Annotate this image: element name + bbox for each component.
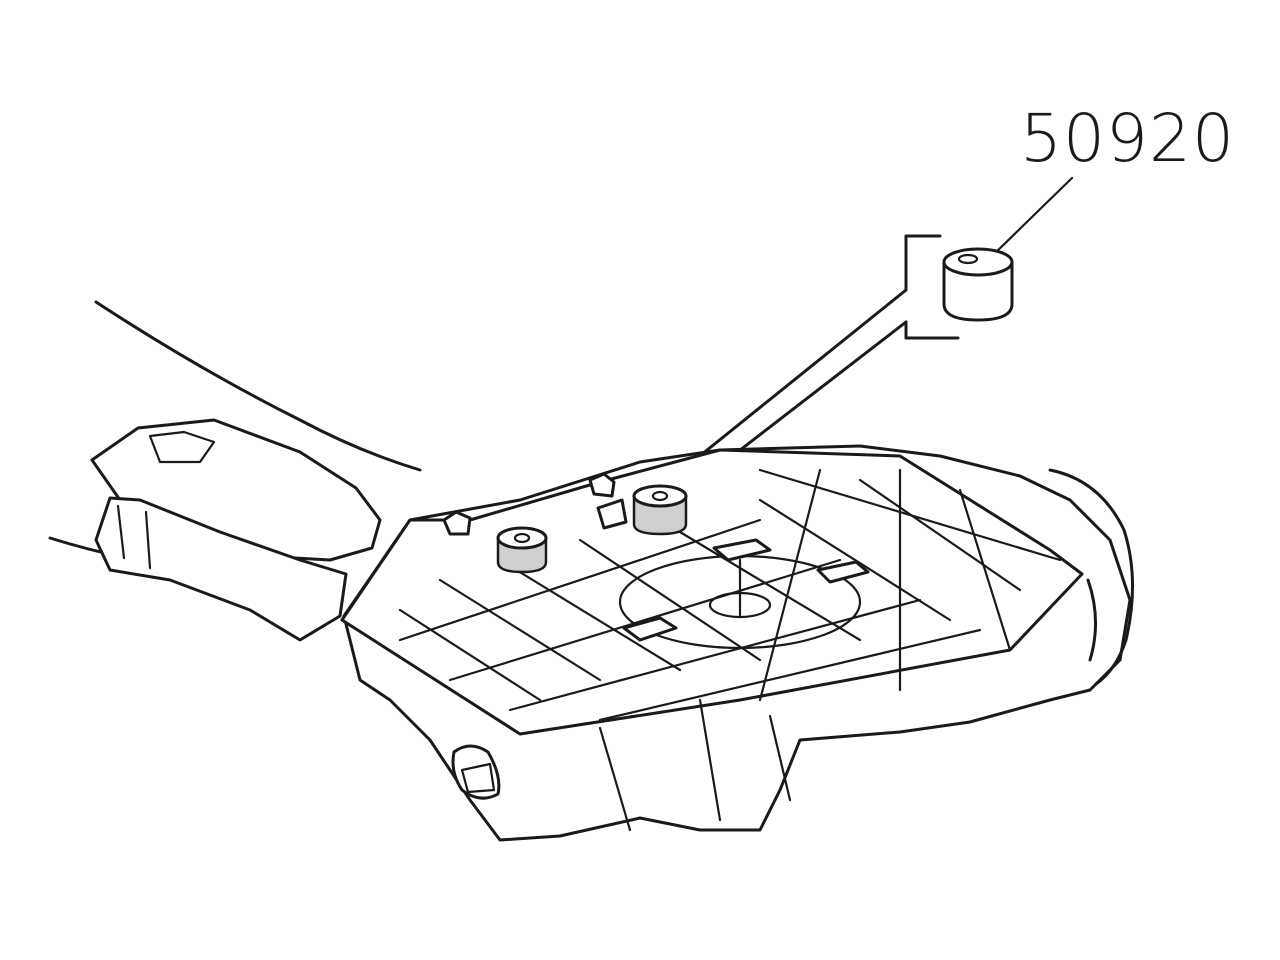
cylindrical-spacer-icon [942,247,1014,322]
installed-spacer-right [632,484,688,536]
roof-rack-foot-assembly [48,300,1135,842]
part-number-leader-line [988,176,1074,260]
installed-spacer-left [496,526,548,574]
pins [442,472,628,536]
part-number-label: 50920 [1020,100,1235,177]
